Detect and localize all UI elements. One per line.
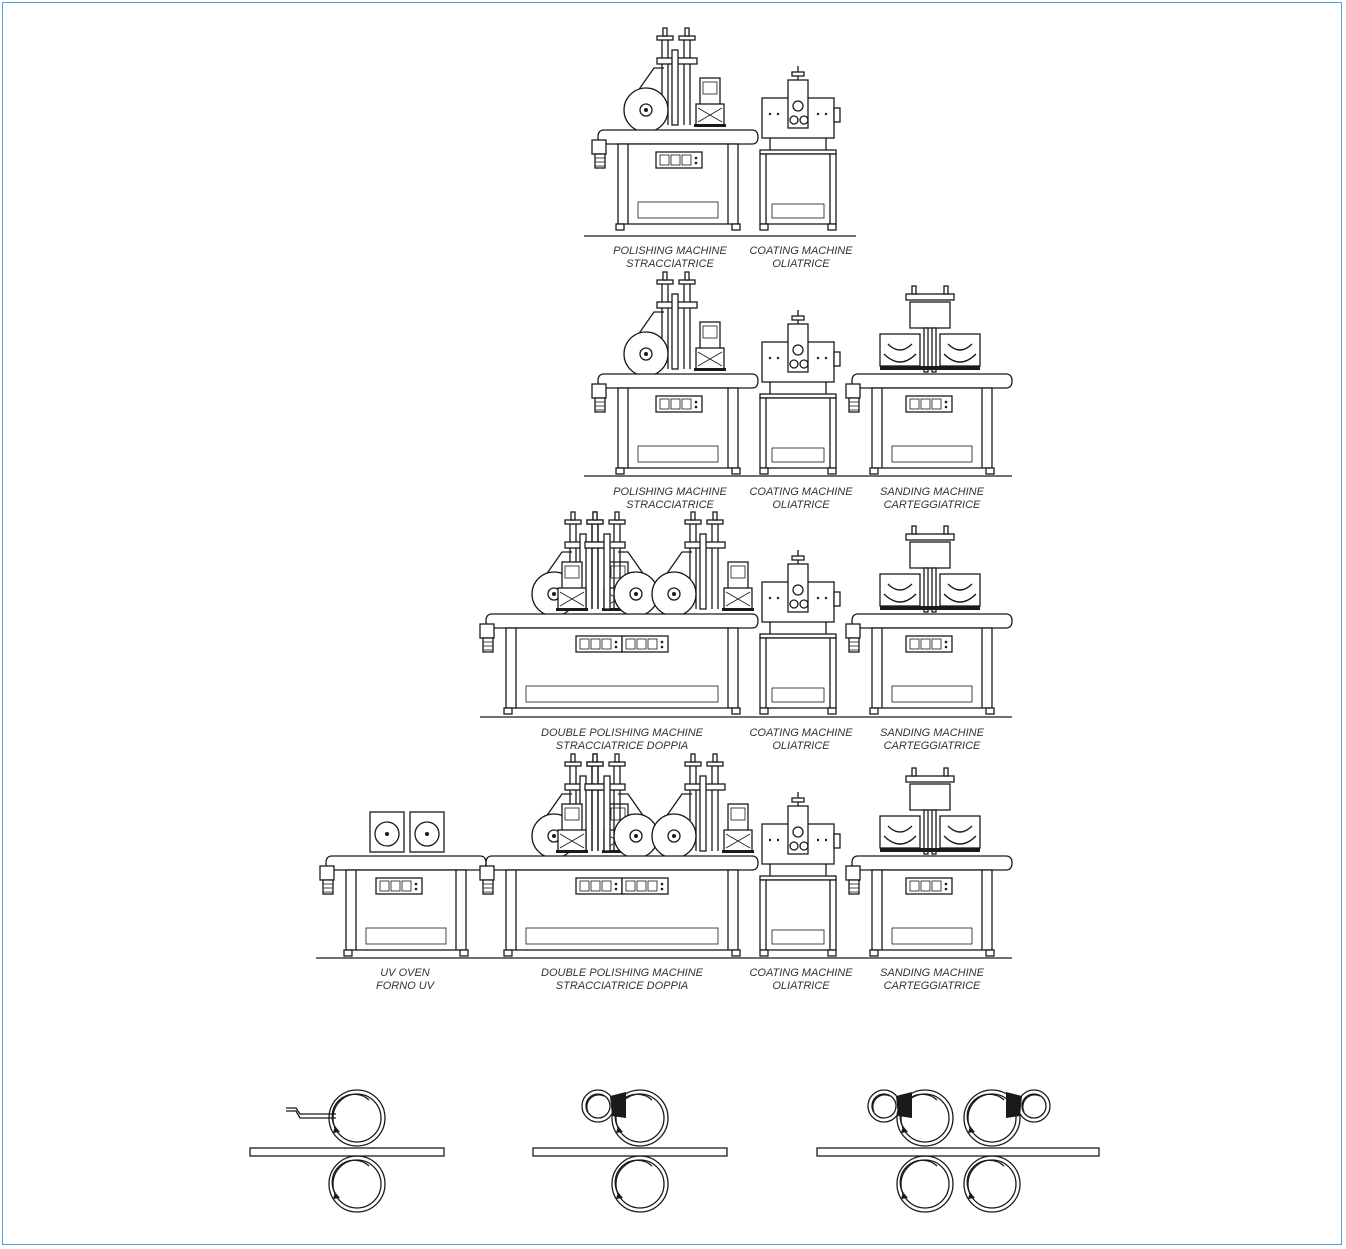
line-3: DOUBLE POLISHING MACHINE STRACCIATRICE D… [480, 512, 1012, 752]
label-sanding-4-en: SANDING MACHINE [880, 967, 985, 979]
line-4: UV OVEN FORNO UV DOUBLE POLISHING MACHIN… [316, 754, 1012, 992]
coating-machine-4 [759, 791, 841, 957]
polishing-machine-2 [592, 272, 758, 474]
sanding-machine-4 [846, 768, 1012, 956]
label-sanding-3-en: SANDING MACHINE [880, 727, 985, 739]
label-double-3-it: STRACCIATRICE DOPPIA [556, 740, 688, 752]
roller-schematic-single [249, 1089, 445, 1213]
coating-machine-2 [759, 309, 841, 475]
label-coating-3-en: COATING MACHINE [749, 727, 853, 739]
label-coating-2-en: COATING MACHINE [749, 486, 853, 498]
label-coating-1-en: COATING MACHINE [749, 245, 853, 257]
line-2: POLISHING MACHINE STRACCIATRICE COATING … [584, 272, 1012, 511]
label-sanding-2-en: SANDING MACHINE [880, 486, 985, 498]
polishing-machine-1 [592, 28, 758, 230]
sanding-machine-3 [846, 526, 1012, 714]
line-1: POLISHING MACHINE STRACCIATRICE COATING … [584, 28, 856, 270]
label-double-3-en: DOUBLE POLISHING MACHINE [541, 727, 704, 739]
coating-machine-1 [759, 65, 841, 231]
label-polishing-1-it: STRACCIATRICE [626, 258, 714, 270]
label-coating-4-it: OLIATRICE [772, 980, 830, 992]
coating-machine-3 [759, 549, 841, 715]
label-double-4-it: STRACCIATRICE DOPPIA [556, 980, 688, 992]
double-polishing-machine-3 [480, 512, 758, 714]
roller-schematic-quad [816, 1089, 1100, 1213]
label-coating-1-it: OLIATRICE [772, 258, 830, 270]
roller-schematic-double [532, 1089, 728, 1213]
label-uv-4-en: UV OVEN [380, 967, 430, 979]
label-uv-4-it: FORNO UV [376, 980, 436, 992]
label-coating-2-it: OLIATRICE [772, 499, 830, 511]
double-polishing-machine-4 [480, 754, 758, 956]
label-polishing-1-en: POLISHING MACHINE [613, 245, 727, 257]
label-coating-4-en: COATING MACHINE [749, 967, 853, 979]
label-double-4-en: DOUBLE POLISHING MACHINE [541, 967, 704, 979]
label-sanding-3-it: CARTEGGIATRICE [884, 740, 981, 752]
label-sanding-4-it: CARTEGGIATRICE [884, 980, 981, 992]
label-coating-3-it: OLIATRICE [772, 740, 830, 752]
label-polishing-2-it: STRACCIATRICE [626, 499, 714, 511]
uv-oven-4 [320, 812, 486, 956]
label-polishing-2-en: POLISHING MACHINE [613, 486, 727, 498]
label-sanding-2-it: CARTEGGIATRICE [884, 499, 981, 511]
sanding-machine-2 [846, 286, 1012, 474]
